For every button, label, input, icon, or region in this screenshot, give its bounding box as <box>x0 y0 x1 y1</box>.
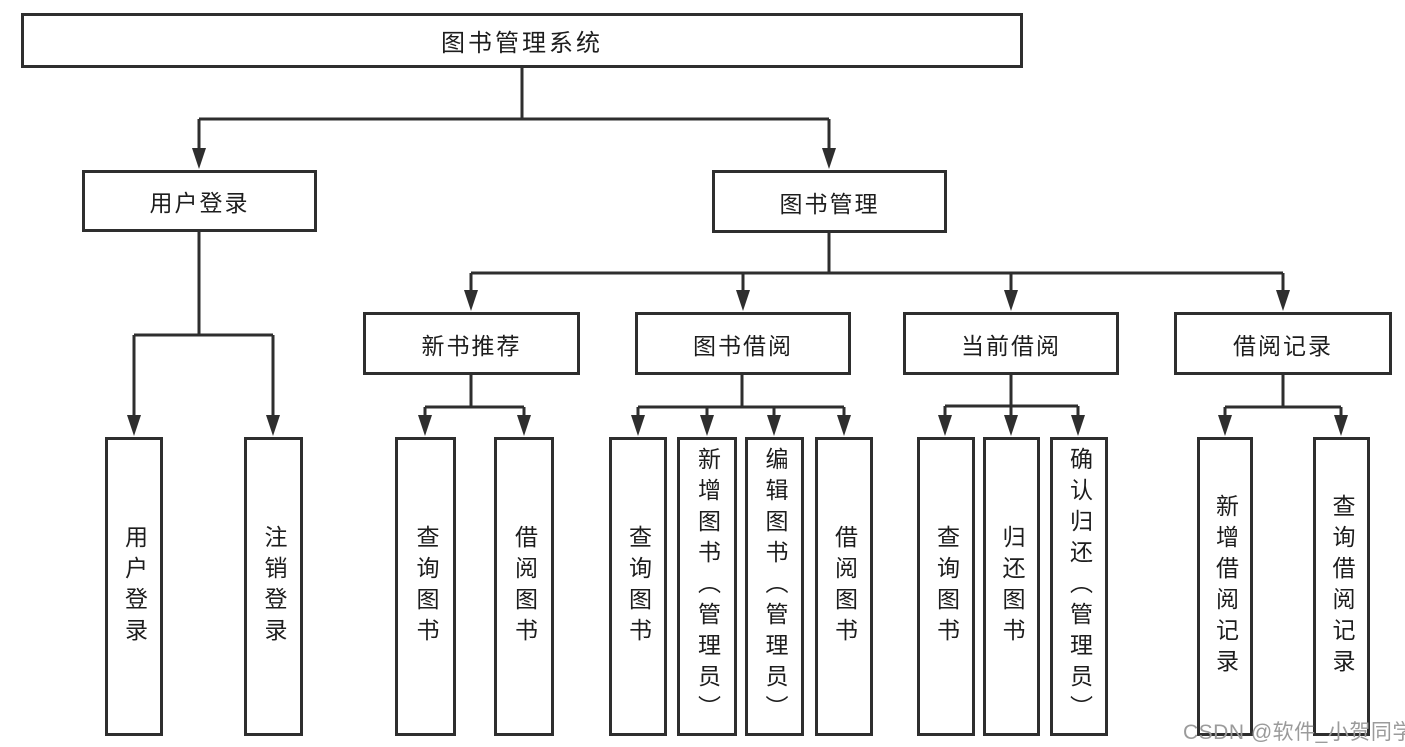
node-label: 图书管理系统 <box>441 30 603 57</box>
node-label: 查询图书 <box>413 524 439 649</box>
arrowhead <box>631 415 645 436</box>
leaf-borrow-query-books: 查询图书 <box>609 437 667 736</box>
node-label: 当前借阅 <box>961 332 1061 359</box>
node-label: 编辑图书（管理员） <box>762 447 788 726</box>
node-label: 查询借阅记录 <box>1329 493 1355 680</box>
connector-path <box>132 68 1343 417</box>
arrowhead <box>1218 415 1232 436</box>
node-label: 用户登录 <box>121 524 148 649</box>
arrowhead <box>822 148 836 169</box>
node-label: 归还图书 <box>999 524 1025 649</box>
arrowhead <box>1334 415 1348 436</box>
node-label: 图书借阅 <box>693 332 793 359</box>
node-book-management: 图书管理 <box>712 170 947 233</box>
leaf-current-confirm-return-admin: 确认归还（管理员） <box>1050 437 1108 736</box>
arrowhead <box>1071 415 1085 436</box>
leaf-borrow-borrow-books: 借阅图书 <box>815 437 873 736</box>
node-label: 借阅图书 <box>831 524 858 649</box>
leaf-records-add-record: 新增借阅记录 <box>1197 437 1253 736</box>
node-label: 新书推荐 <box>421 332 522 359</box>
node-new-book-recommend: 新书推荐 <box>363 312 580 375</box>
node-label: 借阅图书 <box>511 524 538 649</box>
node-label: 新增图书（管理员） <box>694 447 721 726</box>
leaf-records-query-record: 查询借阅记录 <box>1313 437 1370 736</box>
node-borrow-records: 借阅记录 <box>1174 312 1392 375</box>
leaf-borrow-add-books-admin: 新增图书（管理员） <box>677 437 737 736</box>
arrowhead <box>266 415 280 436</box>
arrowhead <box>1276 290 1290 311</box>
arrowhead <box>700 415 714 436</box>
node-label: 查询图书 <box>625 524 652 649</box>
arrowhead <box>1004 290 1018 311</box>
node-user-login: 用户登录 <box>82 170 317 232</box>
node-label: 注销登录 <box>261 524 287 649</box>
arrowhead <box>464 290 478 311</box>
node-label: 查询图书 <box>933 524 960 649</box>
leaf-current-return-books: 归还图书 <box>983 437 1040 736</box>
arrowhead <box>127 415 141 436</box>
leaf-logout: 注销登录 <box>244 437 303 736</box>
node-label: 新增借阅记录 <box>1212 493 1239 680</box>
node-label: 用户登录 <box>149 190 250 216</box>
node-label: 确认归还（管理员） <box>1066 447 1093 726</box>
node-label: 图书管理 <box>779 190 880 217</box>
arrowhead <box>1004 415 1018 436</box>
arrowhead <box>837 415 851 436</box>
arrowhead <box>517 415 531 436</box>
leaf-borrow-edit-books-admin: 编辑图书（管理员） <box>745 437 804 736</box>
leaf-newbook-borrow-books: 借阅图书 <box>494 437 554 736</box>
arrowhead <box>938 415 952 436</box>
node-library-management-system: 图书管理系统 <box>21 13 1023 68</box>
leaf-current-query-books: 查询图书 <box>917 437 975 736</box>
leaf-newbook-query-books: 查询图书 <box>395 437 456 736</box>
leaf-user-login: 用户登录 <box>105 437 163 736</box>
arrowhead <box>767 415 781 436</box>
node-current-borrow: 当前借阅 <box>903 312 1119 375</box>
csdn-watermark: CSDN @软件_小贺同学 <box>1183 721 1405 744</box>
arrowhead <box>736 290 750 311</box>
node-book-borrow: 图书借阅 <box>635 312 851 375</box>
node-label: 借阅记录 <box>1233 332 1333 359</box>
arrowhead <box>418 415 432 436</box>
arrowhead <box>192 148 206 169</box>
